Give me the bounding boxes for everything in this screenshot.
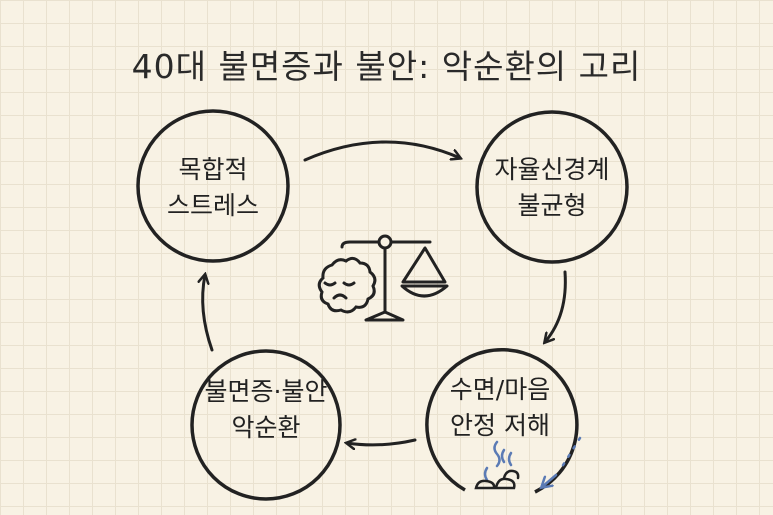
- balance-scale-icon: [340, 234, 449, 322]
- diagram-title: 40대 불면증과 불안: 악순환의 고리: [131, 47, 642, 86]
- node-autonomic-line2: 불균형: [517, 191, 587, 220]
- node-sleep-line2: 안정 저해: [450, 411, 550, 440]
- arrow-autonomic-to-sleep: [545, 270, 567, 342]
- worried-face-icon: [317, 256, 377, 314]
- arrow-insomnia-to-stress: [203, 275, 214, 352]
- arrow-stress-to-autonomic: [303, 140, 460, 162]
- arrow-sleep-to-insomnia: [347, 440, 417, 445]
- node-autonomic-line1: 자율신경계: [494, 155, 610, 184]
- node-insomnia: 불면증·불안 악순환: [186, 374, 346, 446]
- node-insomnia-line1: 불면증·불안: [204, 377, 328, 406]
- node-circle-autonomic: [475, 110, 629, 264]
- node-insomnia-line2: 악순환: [231, 413, 301, 442]
- node-circle-insomnia: [190, 349, 342, 501]
- node-autonomic: 자율신경계 불균형: [472, 152, 632, 224]
- node-stress-line1: 목합적: [178, 155, 248, 184]
- node-sleep: 수면/마음 안정 저해: [420, 372, 580, 444]
- node-sleep-line1: 수면/마음: [449, 375, 551, 404]
- node-stress: 목합적 스트레스: [133, 152, 293, 224]
- node-stress-line2: 스트레스: [166, 191, 259, 220]
- steaming-stones-icon: [474, 440, 520, 490]
- wind-arrow-icon: [542, 436, 582, 487]
- node-circle-stress: [136, 109, 290, 263]
